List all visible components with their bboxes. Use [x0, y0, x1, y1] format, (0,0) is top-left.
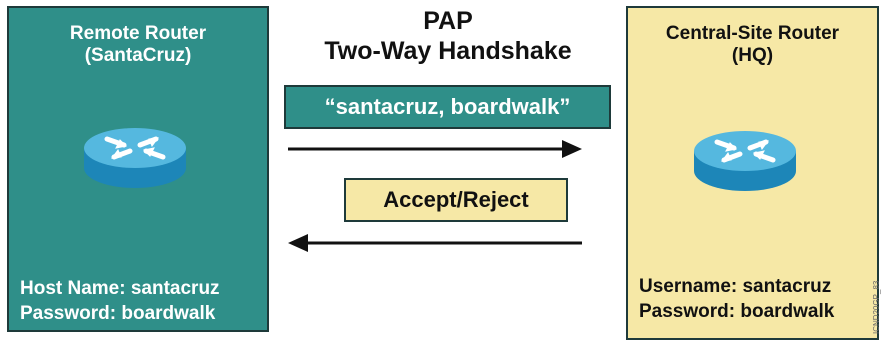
central-password-label: Password: boardwalk — [639, 301, 835, 322]
router-icon — [84, 128, 186, 188]
remote-router-site: (SantaCruz) — [84, 45, 192, 66]
credentials-message-box: “santacruz, boardwalk” — [284, 85, 611, 129]
router-icon — [694, 131, 796, 191]
remote-router-title: Remote Router (SantaCruz) — [9, 23, 267, 67]
central-router-name: Central-Site Router — [665, 23, 840, 44]
host-name-label: Host Name: santacruz — [20, 278, 220, 299]
remote-password-label: Password: boardwalk — [20, 303, 216, 324]
remote-router-name: Remote Router — [69, 23, 207, 44]
remote-router-panel: Remote Router (SantaCruz) Host Name: san… — [7, 6, 269, 332]
right-arrow — [288, 140, 582, 158]
accept-reject-message-box: Accept/Reject — [344, 178, 568, 222]
central-router-panel: Central-Site Router (HQ) Username: santa… — [626, 6, 879, 340]
diagram-title: PAP — [423, 7, 473, 35]
diagram-subtitle: Two-Way Handshake — [324, 37, 572, 65]
central-router-title: Central-Site Router (HQ) — [628, 23, 877, 67]
left-arrow — [288, 234, 582, 252]
username-label: Username: santacruz — [639, 276, 832, 297]
central-router-site: (HQ) — [731, 45, 774, 66]
figure-reference-code: ICND20GP_83 — [872, 280, 881, 334]
